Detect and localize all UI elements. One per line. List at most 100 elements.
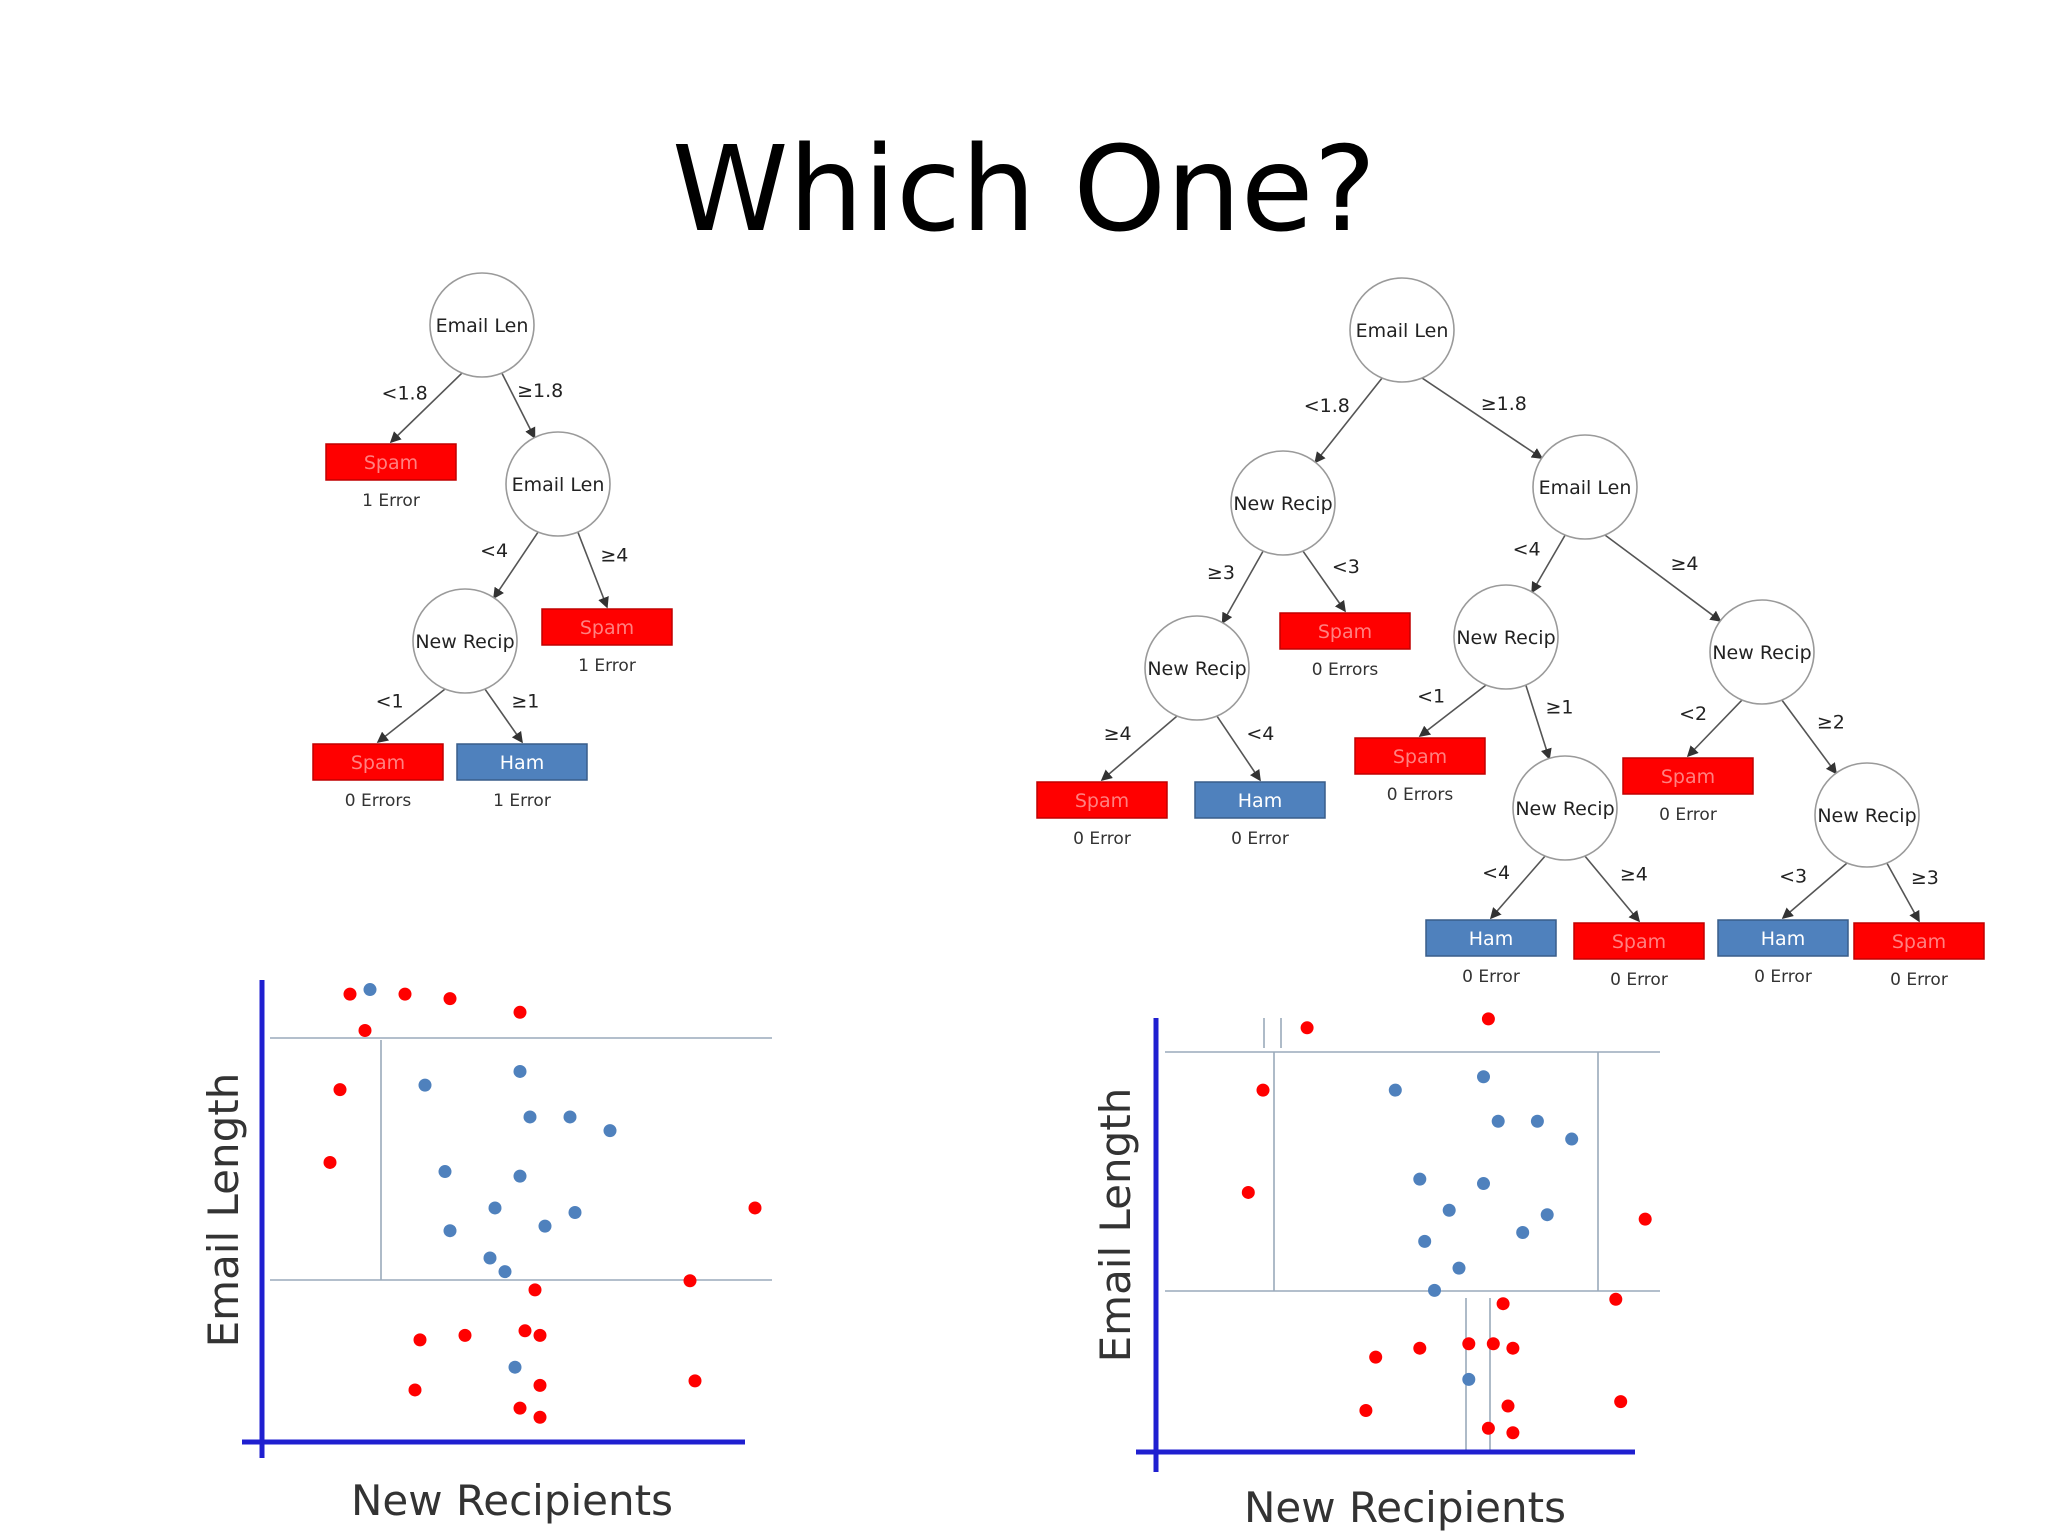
leaf-label: Spam bbox=[1075, 790, 1129, 812]
spam-point bbox=[1609, 1292, 1623, 1306]
ham-point bbox=[363, 983, 377, 997]
edge-label: ≥4 bbox=[1104, 723, 1132, 745]
tree-node: New Recip bbox=[1512, 755, 1618, 861]
ham-point bbox=[1452, 1261, 1466, 1275]
ham-point bbox=[1491, 1114, 1505, 1128]
error-count: 0 Error bbox=[1610, 970, 1668, 990]
edge-label: ≥2 bbox=[1817, 712, 1845, 734]
tree-edge bbox=[1302, 550, 1346, 613]
error-count: 1 Error bbox=[493, 791, 551, 811]
tree-edge bbox=[1781, 862, 1848, 920]
tree-node: New Recip bbox=[1144, 615, 1250, 721]
ham-point bbox=[1418, 1234, 1432, 1248]
error-count: 0 Errors bbox=[1312, 660, 1379, 680]
node-label: New Recip bbox=[415, 631, 514, 653]
spam-point bbox=[413, 1333, 427, 1347]
decision-tree-right: <1.8≥1.8≥3<3≥4<4<4≥4<1≥1<4≥4<2≥2<3≥3Emai… bbox=[1036, 277, 1985, 990]
leaf-label: Spam bbox=[364, 452, 418, 474]
tree-edge bbox=[493, 531, 539, 600]
edge-label: <4 bbox=[1513, 538, 1541, 560]
edge-label: <1 bbox=[376, 690, 404, 712]
edge-label: ≥3 bbox=[1207, 562, 1235, 584]
edge-label: <3 bbox=[1779, 865, 1807, 887]
spam-point bbox=[533, 1328, 547, 1342]
ham-point bbox=[1442, 1203, 1456, 1217]
error-count: 0 Error bbox=[1073, 829, 1131, 849]
tree-node: New Recip bbox=[1814, 762, 1920, 868]
spam-point bbox=[683, 1274, 697, 1288]
ham-point bbox=[523, 1110, 537, 1124]
leaf-label: Ham bbox=[500, 752, 544, 774]
spam-point bbox=[748, 1201, 762, 1215]
ham-point bbox=[538, 1219, 552, 1233]
spam-point bbox=[533, 1410, 547, 1424]
node-label: Email Len bbox=[1539, 477, 1632, 499]
edge-label: <1.8 bbox=[1304, 395, 1350, 417]
node-label: New Recip bbox=[1712, 642, 1811, 664]
leaf-label: Ham bbox=[1238, 790, 1282, 812]
spam-point bbox=[1300, 1021, 1314, 1035]
ham-point bbox=[1540, 1208, 1554, 1222]
ham-point bbox=[488, 1201, 502, 1215]
tree-edge bbox=[1314, 377, 1383, 464]
tree-edge bbox=[1489, 855, 1546, 920]
spam-point bbox=[1614, 1395, 1628, 1409]
ham-leaf: Ham 0 Error bbox=[1194, 781, 1326, 849]
ham-point bbox=[483, 1251, 497, 1265]
error-count: 0 Error bbox=[1890, 970, 1948, 990]
error-count: 0 Error bbox=[1231, 829, 1289, 849]
ham-point bbox=[418, 1078, 432, 1092]
node-label: Email Len bbox=[1356, 320, 1449, 342]
spam-point bbox=[1462, 1337, 1476, 1351]
tree-node: Email Len bbox=[1349, 277, 1455, 383]
spam-leaf: Spam 0 Error bbox=[1036, 781, 1168, 849]
tree-node: Email Len bbox=[505, 431, 611, 537]
y-axis-label: Email Length bbox=[1091, 1088, 1140, 1363]
node-label: New Recip bbox=[1817, 805, 1916, 827]
edge-label: ≥1.8 bbox=[517, 380, 563, 402]
edge-label: ≥1 bbox=[1545, 697, 1573, 719]
error-count: 0 Error bbox=[1462, 967, 1520, 987]
y-axis-label: Email Length bbox=[199, 1073, 248, 1348]
error-count: 0 Error bbox=[1754, 967, 1812, 987]
edge-label: <4 bbox=[1246, 723, 1274, 745]
tree-edge bbox=[389, 372, 463, 444]
ham-point bbox=[1462, 1372, 1476, 1386]
ham-point bbox=[1565, 1132, 1579, 1146]
spam-point bbox=[513, 1005, 527, 1019]
ham-point bbox=[568, 1206, 582, 1219]
node-label: Email Len bbox=[436, 315, 529, 337]
leaf-label: Spam bbox=[580, 617, 634, 639]
ham-point bbox=[438, 1165, 452, 1179]
x-axis-label: New Recipients bbox=[1244, 1483, 1566, 1532]
ham-point bbox=[508, 1360, 522, 1374]
ham-point bbox=[443, 1224, 457, 1238]
error-count: 0 Errors bbox=[345, 791, 412, 811]
ham-point bbox=[498, 1265, 512, 1279]
spam-point bbox=[1359, 1404, 1373, 1417]
spam-point bbox=[1481, 1421, 1495, 1435]
node-label: New Recip bbox=[1456, 627, 1555, 649]
ham-point bbox=[1428, 1283, 1441, 1297]
spam-point bbox=[1241, 1185, 1255, 1199]
leaf-label: Spam bbox=[1892, 931, 1946, 953]
node-label: New Recip bbox=[1515, 798, 1614, 820]
spam-point bbox=[688, 1374, 702, 1388]
spam-point bbox=[513, 1401, 527, 1415]
edge-label: <3 bbox=[1332, 556, 1360, 578]
ham-point bbox=[1477, 1177, 1490, 1191]
spam-point bbox=[1638, 1212, 1652, 1226]
tree-edge bbox=[1221, 550, 1264, 625]
spam-point bbox=[408, 1383, 422, 1397]
tree-edge bbox=[1604, 534, 1722, 622]
ham-point bbox=[513, 1064, 527, 1078]
edge-label: ≥4 bbox=[1671, 553, 1699, 575]
